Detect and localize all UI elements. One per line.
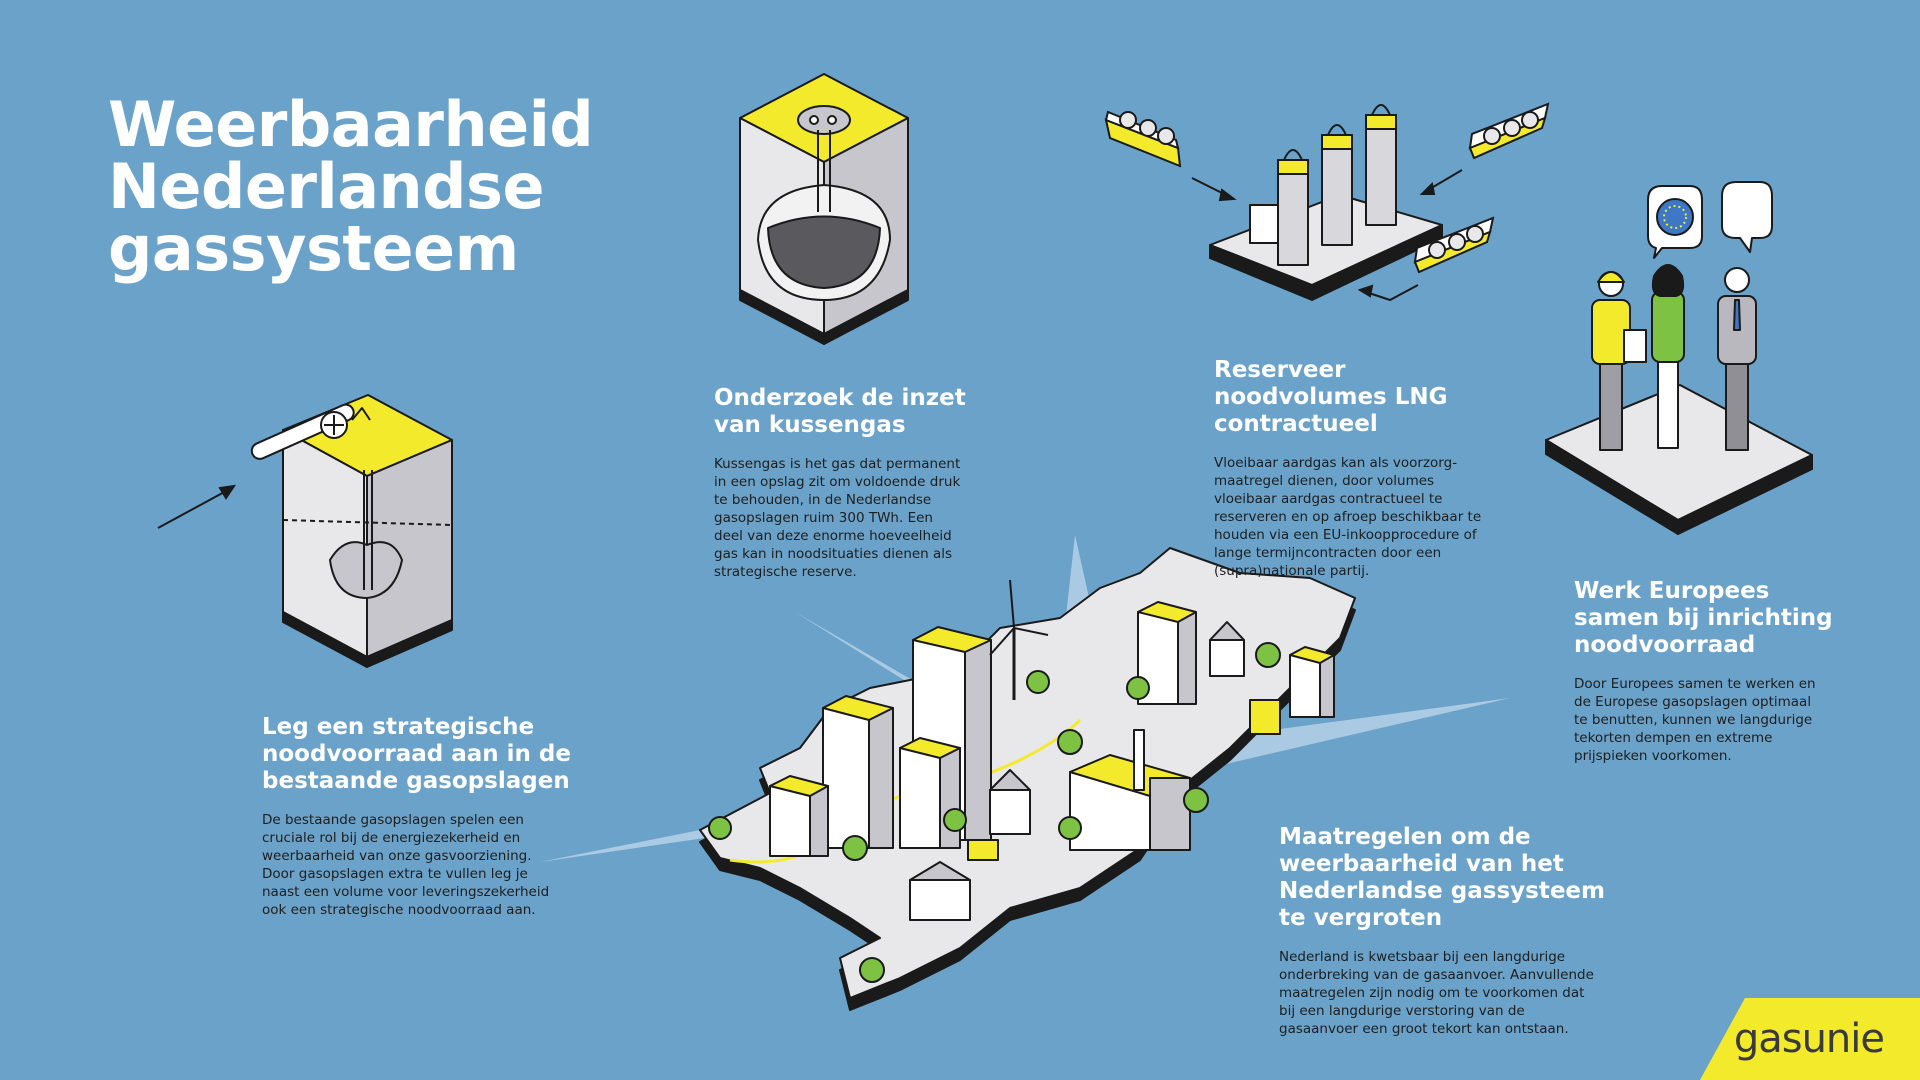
european-cooperation-illustration bbox=[1545, 181, 1813, 535]
city-buildings bbox=[769, 579, 1335, 921]
gas-storage-block-illustration bbox=[250, 394, 453, 668]
section-heading: Maatregelen om de weerbaarheid van het N… bbox=[1279, 824, 1605, 931]
section-cushion-gas: Onderzoek de inzet van kussengas Kusseng… bbox=[714, 385, 1014, 581]
cushion-gas-block-illustration bbox=[739, 73, 909, 345]
trees bbox=[708, 642, 1281, 983]
section-strategic-reserve: Leg een strategische noodvoorraad aan in… bbox=[262, 714, 602, 919]
section-heading: Onderzoek de inzet van kussengas bbox=[714, 385, 966, 438]
section-heading: Reserveer noodvolumes LNG contractueel bbox=[1214, 357, 1448, 437]
section-heading: Werk Europees samen bij inrichting noodv… bbox=[1574, 578, 1833, 658]
lng-ship-3 bbox=[1413, 216, 1495, 274]
section-body: De bestaande gasopslagen spelen een cruc… bbox=[262, 812, 550, 918]
arrow-to-storage bbox=[157, 484, 237, 529]
section-body: Nederland is kwetsbaar bij een langdurig… bbox=[1279, 949, 1594, 1037]
page-title: Weerbaarheid Nederlandse gassysteem bbox=[108, 88, 594, 285]
logo-background-shape bbox=[1700, 998, 1920, 1080]
lng-ship-1 bbox=[1104, 110, 1182, 168]
lng-ship-2 bbox=[1468, 102, 1550, 160]
section-body: Door Europees samen te werken en de Euro… bbox=[1574, 676, 1816, 764]
gasunie-logo: gasunie bbox=[1733, 1016, 1885, 1062]
section-heading: Leg een strategische noodvoorraad aan in… bbox=[262, 714, 571, 794]
section-body: Vloeibaar aardgas kan als voorzorg- maat… bbox=[1214, 455, 1482, 579]
section-lng: Reserveer noodvolumes LNG contractueel V… bbox=[1214, 357, 1534, 580]
lng-terminal-illustration bbox=[1209, 104, 1443, 301]
section-measures: Maatregelen om de weerbaarheid van het N… bbox=[1279, 824, 1619, 1038]
lng-arrows bbox=[1191, 169, 1463, 302]
section-body: Kussengas is het gas dat permanent in ee… bbox=[714, 456, 961, 580]
section-european: Werk Europees samen bij inrichting noodv… bbox=[1574, 578, 1874, 765]
